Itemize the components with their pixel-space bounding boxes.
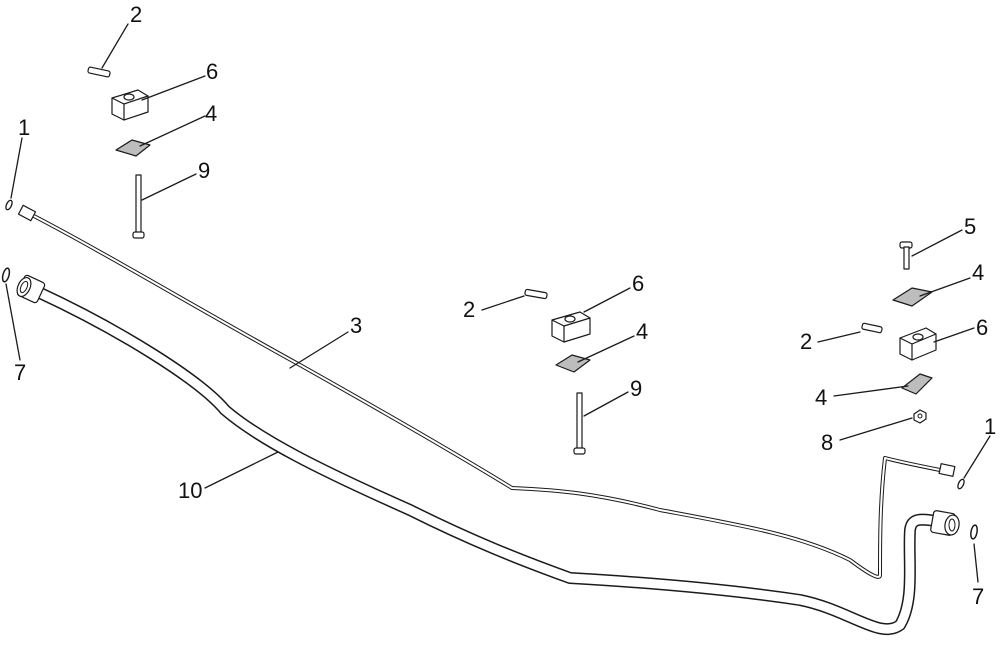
callout-1-left: 1	[18, 115, 30, 140]
callout-2-middle: 2	[463, 297, 475, 322]
callout-7-left: 7	[14, 360, 26, 385]
pin-part-2-right	[861, 322, 883, 334]
hose-right-fitting	[930, 510, 960, 536]
oring-part-1-left	[5, 199, 13, 211]
callout-7-right: 7	[972, 584, 984, 609]
callout-2-right: 2	[800, 329, 812, 354]
bolt-part-9-middle	[573, 392, 586, 455]
callout-4-right-lower: 4	[815, 385, 827, 410]
oring-part-7-left	[1, 267, 11, 283]
bolt-part-9-upper	[132, 174, 145, 239]
tube-part-3	[17, 204, 956, 579]
callout-4-middle: 4	[636, 319, 648, 344]
callout-5: 5	[964, 214, 976, 239]
callout-1-right: 1	[984, 414, 996, 439]
callout-3: 3	[350, 313, 362, 338]
oring-part-1-right	[957, 478, 965, 490]
callout-2-upper: 2	[130, 2, 142, 27]
callout-9-middle: 9	[630, 376, 642, 401]
hose-left-fitting	[16, 274, 46, 304]
callout-8: 8	[821, 430, 833, 455]
callout-10: 10	[178, 478, 202, 503]
pin-part-2-upper	[87, 66, 111, 78]
callout-6-right: 6	[976, 315, 988, 340]
callout-4-right-upper: 4	[972, 260, 984, 285]
callout-6-upper: 6	[206, 59, 218, 84]
clamp-plate-part-4-upper	[115, 139, 151, 157]
clamp-block-part-6-right	[899, 327, 937, 361]
callout-4-upper: 4	[205, 101, 217, 126]
oring-part-7-right	[970, 524, 978, 540]
nut-part-8	[913, 409, 927, 424]
callout-6-middle: 6	[632, 271, 644, 296]
clamp-block-part-6-middle	[551, 311, 591, 343]
clamp-plate-part-4-middle	[555, 354, 591, 373]
pin-part-2-middle	[524, 288, 548, 300]
clamp-block-part-6-upper	[111, 89, 149, 121]
callout-labels: 2 6 4 9 1 7 3 10 2 6 4 9 5 4 2 6 4 8 1 7	[14, 2, 996, 609]
hose-part-10	[16, 274, 960, 636]
clamp-plate-part-4-right-lower	[901, 373, 933, 395]
clamp-plate-part-4-right-upper	[892, 287, 933, 307]
leader-lines	[5, 23, 991, 583]
callout-9-upper: 9	[198, 158, 210, 183]
bolt-part-5	[899, 241, 913, 270]
